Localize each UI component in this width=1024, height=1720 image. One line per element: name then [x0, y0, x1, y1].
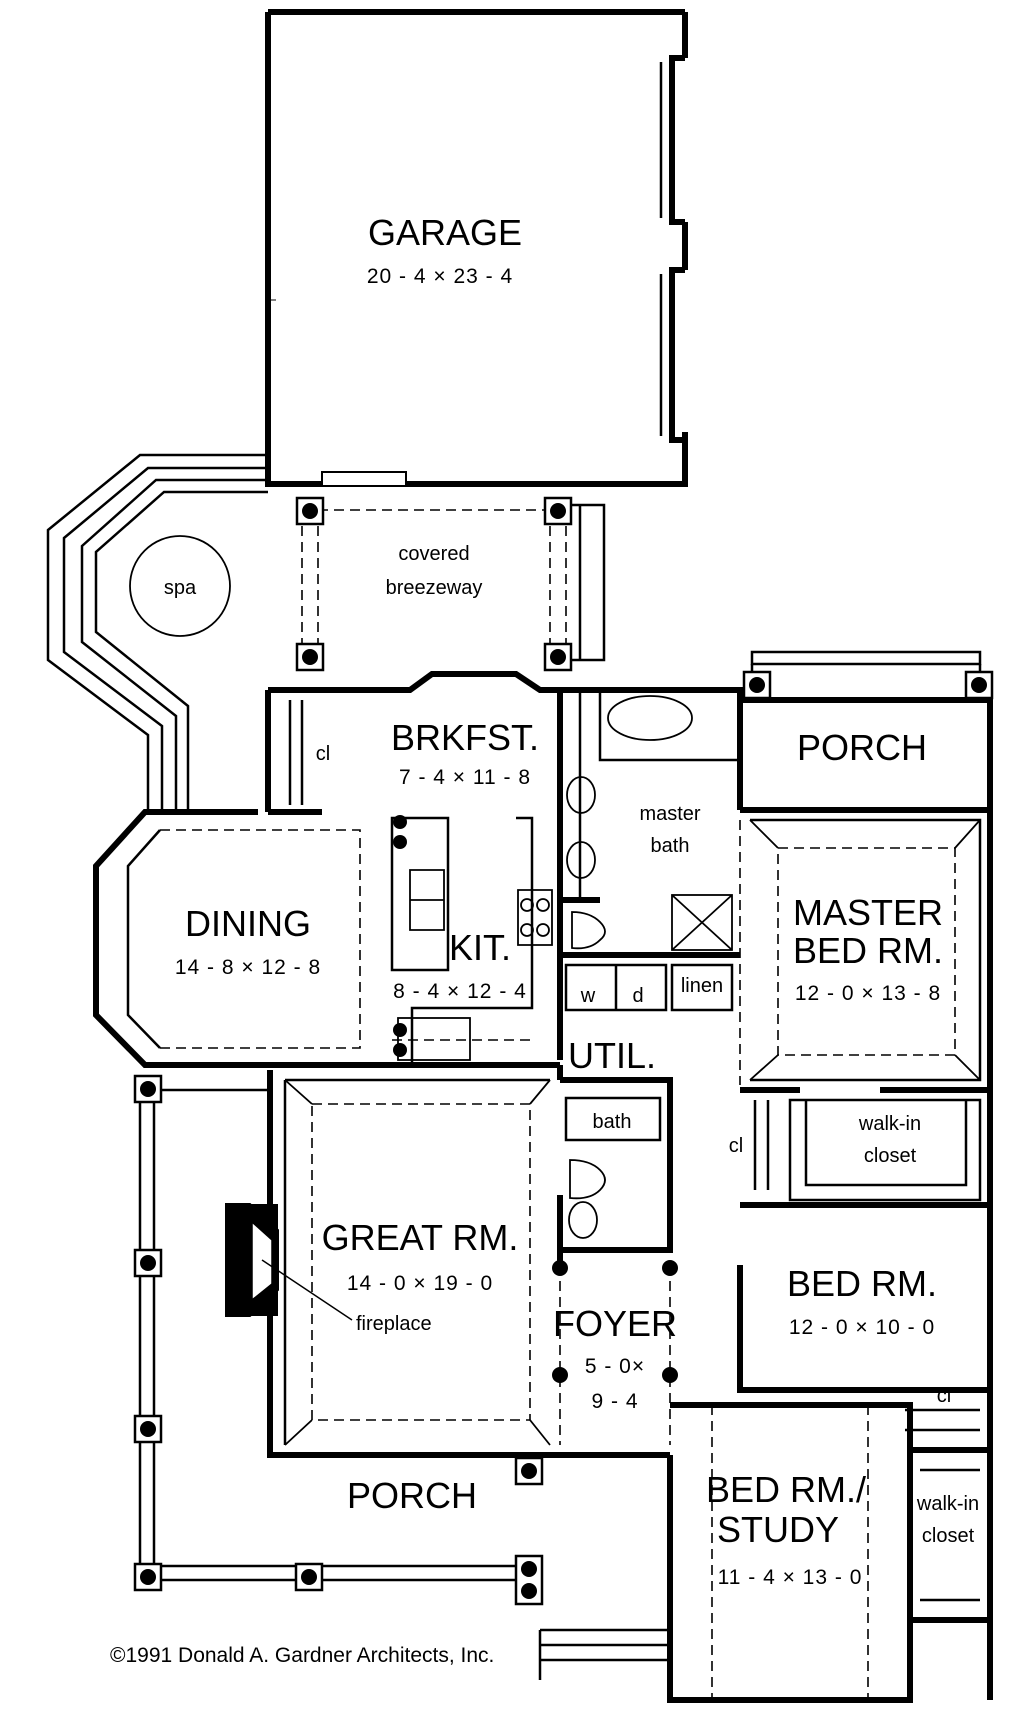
house-walls	[93, 650, 993, 1703]
garage	[265, 9, 688, 487]
walkin-closet-master-label-2: closet	[864, 1145, 917, 1167]
bed-study-label-1: BED RM./	[706, 1469, 866, 1510]
walkin-closet-master-label-1: walk-in	[858, 1113, 921, 1135]
washer-label: w	[580, 985, 596, 1007]
breezeway	[301, 503, 606, 662]
copyright-text: ©1991 Donald A. Gardner Architects, Inc.	[110, 1644, 494, 1667]
dining-label: DINING	[185, 903, 311, 944]
foyer-label: FOYER	[553, 1303, 677, 1344]
garage-label: GARAGE	[368, 212, 522, 253]
foyer-dims-2: 9 - 4	[591, 1390, 638, 1413]
great-room-label: GREAT RM.	[322, 1217, 519, 1258]
spa-deck	[46, 453, 268, 815]
master-bed-label-1: MASTER	[793, 892, 943, 933]
walkin-closet-study-label-1: walk-in	[916, 1493, 979, 1515]
room-labels: GARAGE 20 - 4 × 23 - 4 covered breezeway…	[110, 212, 979, 1667]
garage-dims: 20 - 4 × 23 - 4	[367, 265, 513, 288]
bed-room-dims: 12 - 0 × 10 - 0	[789, 1316, 935, 1339]
kitchen-dims: 8 - 4 × 12 - 4	[393, 980, 527, 1003]
breakfast-dims: 7 - 4 × 11 - 8	[399, 766, 531, 789]
breezeway-label-1: covered	[398, 543, 469, 565]
closet-bed-label: cl	[937, 1385, 951, 1407]
bed-room-label: BED RM.	[787, 1263, 937, 1304]
master-bath-label-2: bath	[651, 835, 690, 857]
dryer-label: d	[632, 985, 643, 1007]
bed-study-label-2: STUDY	[717, 1509, 839, 1550]
great-room-dims: 14 - 0 × 19 - 0	[347, 1272, 493, 1295]
fireplace-label: fireplace	[356, 1313, 432, 1335]
rear-porch-label: PORCH	[797, 727, 927, 768]
bath-label: bath	[593, 1111, 632, 1133]
closet-hall-label: cl	[729, 1135, 743, 1157]
breakfast-label: BRKFST.	[391, 717, 539, 758]
porch-posts	[133, 496, 994, 1606]
breezeway-label-2: breezeway	[386, 577, 483, 599]
master-bath-label-1: master	[639, 803, 700, 825]
spa-label: spa	[164, 577, 197, 599]
closet-brkfst-label: cl	[316, 743, 330, 765]
dining-dims: 14 - 8 × 12 - 8	[175, 956, 321, 979]
master-bed-label-2: BED RM.	[793, 930, 943, 971]
front-porch-label: PORCH	[347, 1475, 477, 1516]
linen-label: linen	[681, 975, 723, 997]
master-bed-dims: 12 - 0 × 13 - 8	[795, 982, 941, 1005]
foyer-dims-1: 5 - 0×	[585, 1355, 645, 1378]
walkin-closet-study-label-2: closet	[922, 1525, 975, 1547]
utility-label: UTIL.	[568, 1035, 656, 1076]
kitchen-label: KIT.	[449, 927, 511, 968]
bed-study-dims: 11 - 4 × 13 - 0	[718, 1566, 863, 1589]
